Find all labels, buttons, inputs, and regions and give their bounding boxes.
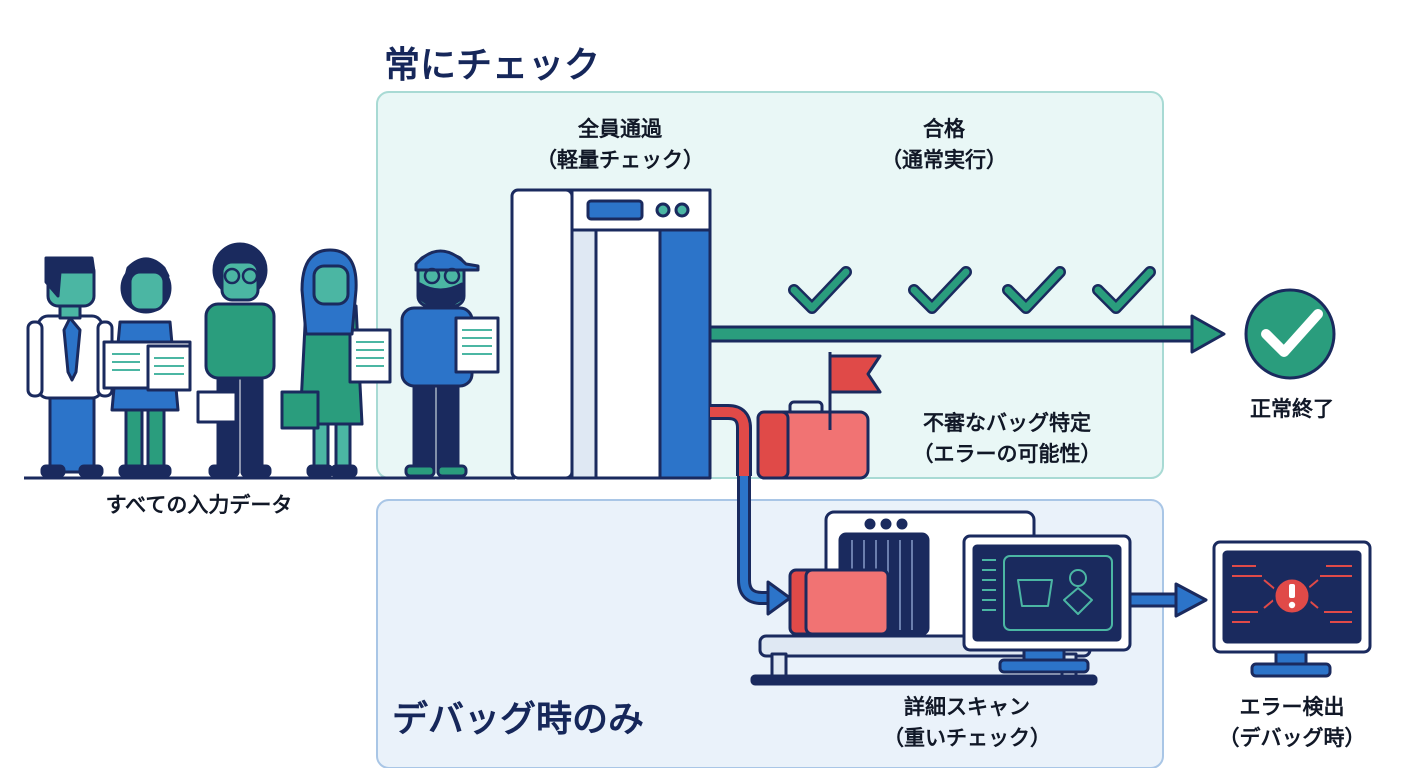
checkmark-icon bbox=[788, 266, 852, 314]
pass-line2: （通常実行） bbox=[881, 148, 1007, 172]
suspicious-bag-label: 不審なバッグ特定 （エラーの可能性） bbox=[892, 408, 1122, 470]
checkmark-icon bbox=[1092, 266, 1156, 314]
person-icon bbox=[400, 249, 500, 478]
check-circle-icon bbox=[1244, 288, 1336, 380]
pass-all-line2: （軽量チェック） bbox=[536, 148, 704, 172]
debug-only-title: デバッグ時のみ bbox=[392, 699, 645, 740]
metal-detector-gate-icon bbox=[510, 188, 712, 480]
checkmark-icon bbox=[908, 266, 972, 314]
warning-icon bbox=[1272, 576, 1312, 616]
suspicious-line1: 不審なバッグ特定 bbox=[923, 411, 1091, 435]
error-detect-line2: （デバッグ時） bbox=[1218, 726, 1366, 750]
person-icon bbox=[280, 248, 392, 478]
input-data-label: すべての入力データ bbox=[105, 493, 293, 517]
flag-icon bbox=[828, 352, 882, 430]
checkmark-icon bbox=[1002, 266, 1066, 314]
pass-all-label: 全員通過 （軽量チェック） bbox=[520, 114, 720, 176]
detailed-scan-line2: （重いチェック） bbox=[883, 726, 1051, 750]
suspicious-line2: （エラーの可能性） bbox=[912, 442, 1102, 466]
person-icon bbox=[196, 242, 276, 478]
monitor-icon bbox=[962, 534, 1132, 674]
to-error-arrow bbox=[1128, 582, 1208, 618]
pass-arrow bbox=[708, 314, 1226, 354]
error-detect-label: エラー検出 （デバッグ時） bbox=[1212, 692, 1372, 754]
pass-all-line1: 全員通過 bbox=[578, 117, 662, 141]
pass-label: 合格 （通常実行） bbox=[860, 114, 1028, 176]
person-icon bbox=[102, 257, 192, 478]
error-detect-line1: エラー検出 bbox=[1239, 695, 1345, 719]
normal-end-label: 正常終了 bbox=[1250, 397, 1334, 421]
pass-line1: 合格 bbox=[923, 117, 965, 141]
always-check-title: 常にチェック bbox=[384, 45, 601, 86]
detailed-scan-label: 詳細スキャン （重いチェック） bbox=[862, 692, 1072, 754]
detailed-scan-line1: 詳細スキャン bbox=[904, 695, 1030, 719]
suitcase-icon bbox=[756, 400, 870, 480]
person-icon bbox=[26, 256, 114, 478]
